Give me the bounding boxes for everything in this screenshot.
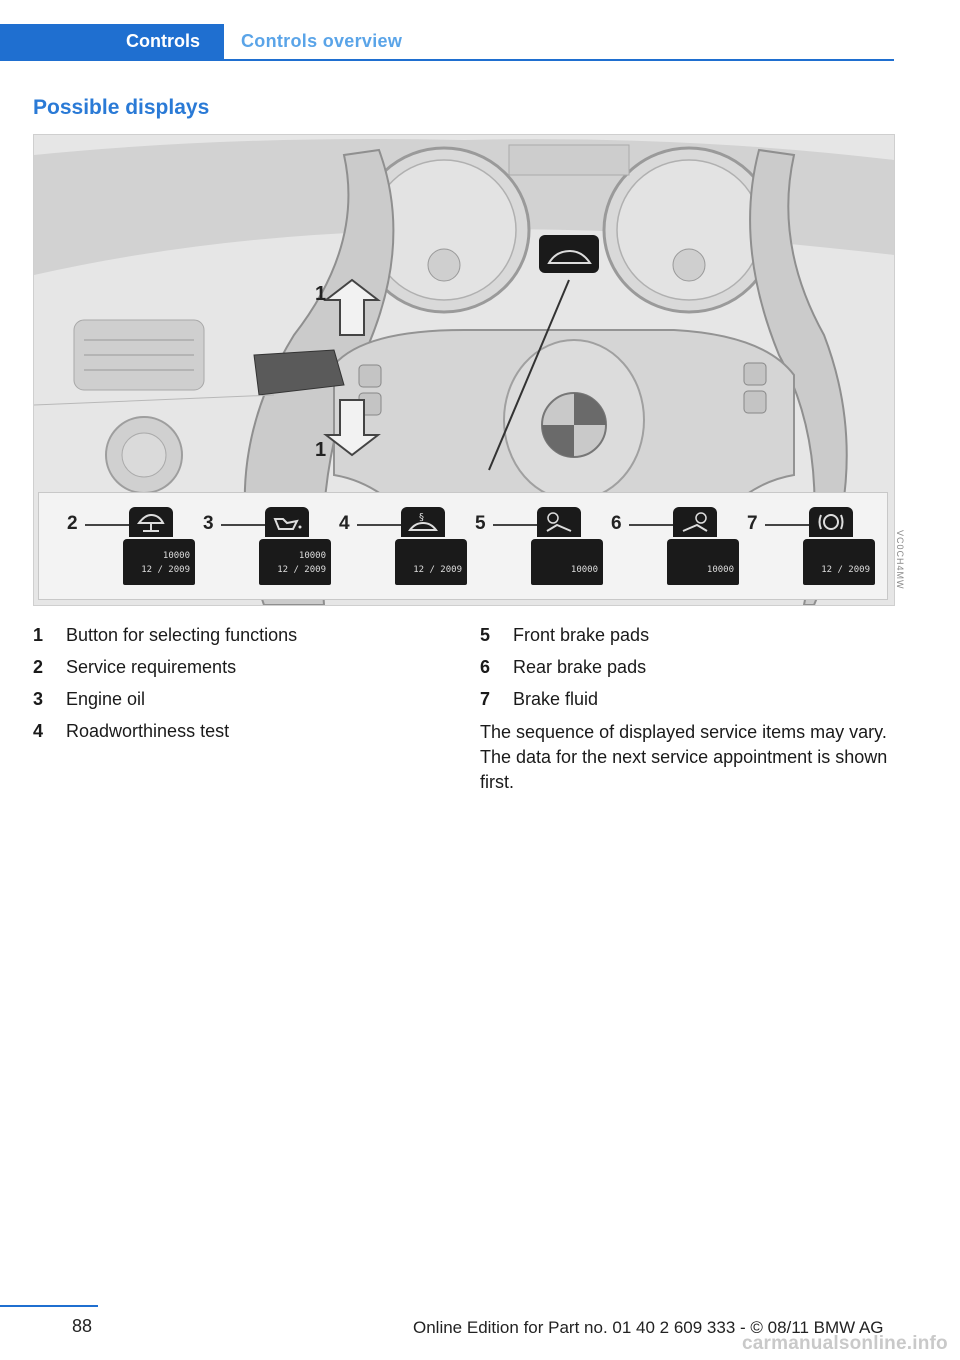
sequence-note: The sequence of displayed service items … <box>480 722 888 792</box>
legend-number: 5 <box>480 625 491 645</box>
legend-number: 2 <box>33 657 44 677</box>
leader-line <box>629 524 677 526</box>
edition-note: Online Edition for Part no. 01 40 2 609 … <box>413 1318 884 1337</box>
legend-number: 4 <box>33 721 44 741</box>
service-display-6: 6 10000 <box>611 493 741 601</box>
watermark: carmanualsonline.info <box>742 1333 948 1354</box>
leader-line <box>765 524 813 526</box>
leader-line <box>357 524 405 526</box>
display-row: 12 / 2009 <box>413 565 462 575</box>
legend-left: 1 Button for selecting functions 2 Service… <box>33 619 453 747</box>
legend-label: Rear brake pads <box>513 657 647 677</box>
front-brake-icon <box>537 507 581 537</box>
display-number: 7 <box>747 513 758 534</box>
legend-label: Service requirements <box>66 657 237 677</box>
legend-item: 5 Front brake pads <box>480 619 900 651</box>
display-number: 6 <box>611 513 622 534</box>
display-row: 10000 <box>162 551 190 561</box>
oil-can-icon <box>265 507 309 537</box>
arrow-callout-top: 1 <box>315 283 327 305</box>
service-display-strip: 2 10000 12 / 2009 3 10000 12 / 2009 4 § … <box>38 492 888 600</box>
service-display-3: 3 10000 12 / 2009 <box>203 493 333 601</box>
legend-label: Front brake pads <box>513 625 650 645</box>
service-display-2: 2 10000 12 / 2009 <box>67 493 197 601</box>
display-screen: 10000 <box>667 539 739 585</box>
display-row: 10000 <box>298 551 326 561</box>
section-tab-label[interactable]: Controls <box>126 31 200 51</box>
header-rule <box>224 59 894 61</box>
svg-text:§: § <box>419 512 424 523</box>
display-row: 10000 <box>706 565 734 575</box>
display-screen: 12 / 2009 <box>395 539 467 585</box>
footer-rule <box>0 1305 98 1307</box>
display-number: 4 <box>339 513 350 534</box>
rear-brake-icon <box>673 507 717 537</box>
legend-number: 1 <box>33 625 44 645</box>
legend-number: 3 <box>33 689 44 709</box>
legend-item: 1 Button for selecting functions <box>33 619 453 651</box>
display-screen: 10000 12 / 2009 <box>123 539 195 585</box>
subsection-label[interactable]: Controls overview <box>241 31 403 51</box>
legend-item: 6 Rear brake pads <box>480 651 900 683</box>
section-tab[interactable] <box>0 24 224 61</box>
leader-line <box>493 524 541 526</box>
legend-number: 6 <box>480 657 491 677</box>
legend-label: Roadworthiness test <box>66 721 230 741</box>
display-screen: 10000 <box>531 539 603 585</box>
display-row: 10000 <box>570 565 598 575</box>
page-title: Possible displays <box>33 96 210 119</box>
legend-item: 3 Engine oil <box>33 683 453 715</box>
display-row: 12 / 2009 <box>277 565 326 575</box>
display-number: 3 <box>203 513 214 534</box>
display-number: 5 <box>475 513 486 534</box>
service-display-4: 4 § 12 / 2009 <box>339 493 469 601</box>
figure-code: VC0CH4MW <box>895 530 905 590</box>
legend-label: Engine oil <box>66 689 146 709</box>
display-row: 12 / 2009 <box>821 565 870 575</box>
legend-item: 2 Service requirements <box>33 651 453 683</box>
display-screen: 12 / 2009 <box>803 539 875 585</box>
legend-item: 4 Roadworthiness test <box>33 715 453 747</box>
page-number: 88 <box>72 1316 93 1336</box>
legend-item: 7 Brake fluid <box>480 683 900 715</box>
display-screen: 10000 12 / 2009 <box>259 539 331 585</box>
display-number: 2 <box>67 513 78 534</box>
arrow-callout-bottom: 1 <box>315 439 327 461</box>
inspection-car-icon: § <box>401 507 445 537</box>
service-lift-icon <box>129 507 173 537</box>
leader-line <box>85 524 133 526</box>
service-display-7: 7 12 / 2009 <box>747 493 877 601</box>
legend-label: Button for selecting functions <box>66 625 298 645</box>
brake-fluid-icon <box>809 507 853 537</box>
legend-label: Brake fluid <box>513 689 599 709</box>
service-display-5: 5 10000 <box>475 493 605 601</box>
legend-right: 5 Front brake pads 6 Rear brake pads 7 Brak… <box>480 619 900 715</box>
display-row: 12 / 2009 <box>141 565 190 575</box>
legend-number: 7 <box>480 689 491 709</box>
leader-line <box>221 524 269 526</box>
